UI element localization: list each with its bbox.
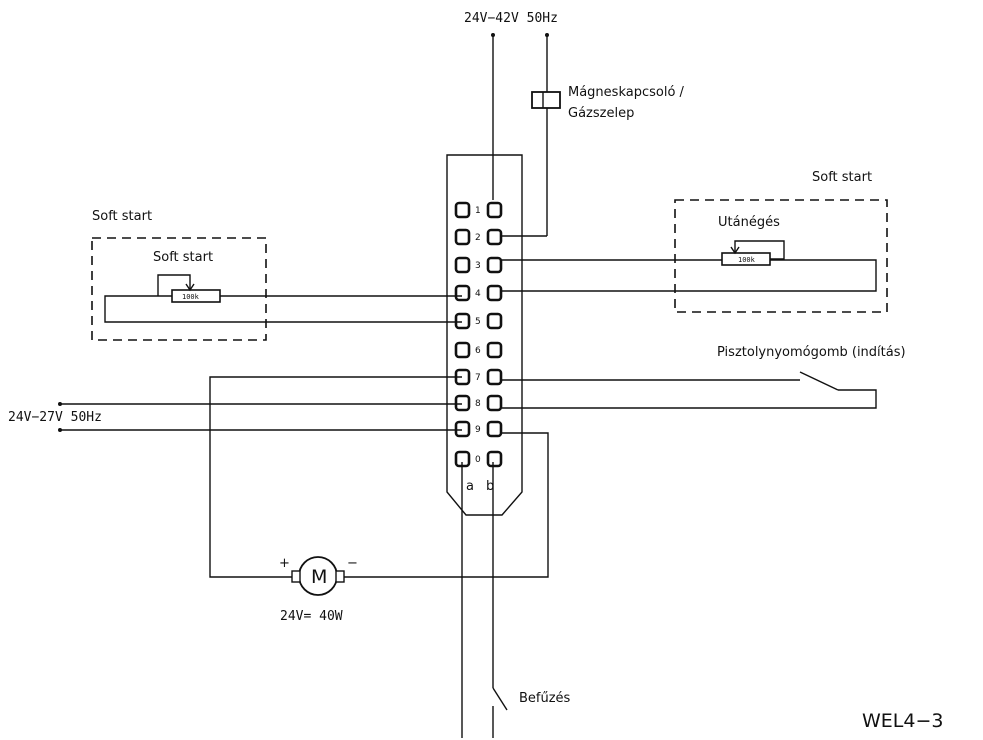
terminal-b-7 [486,368,503,386]
pot-left-value: 100k [182,293,200,301]
terminal-b-9 [486,420,503,438]
contactor-coil [531,91,561,109]
terminal-number: 5 [475,317,481,327]
terminal-strip-housing [446,154,523,516]
motor-minus-label: − [347,556,358,571]
wire-pot-left-loop [104,295,462,323]
pot-left-wiper [157,274,191,296]
softstart-right-title: Soft start [812,170,872,185]
softstart-left-label: Soft start [153,250,213,265]
wire-pot-loop-right [502,259,877,292]
terminal-a-9 [454,420,471,438]
column-b-label: b [486,479,494,494]
wire-button-return [502,389,877,409]
terminal-b-5 [486,312,503,330]
softstart-left-box [91,237,267,341]
threading-switch-contact [492,687,508,711]
motor-terminal-minus [335,570,345,583]
threading-label: Befűzés [519,691,571,706]
pot-right-value: 100k [738,256,756,264]
terminal-number: 0 [475,455,481,465]
terminal-b-3 [486,256,503,274]
terminal-a-2 [454,228,471,246]
terminal-b-2 [486,228,503,246]
motor-terminal-plus [291,570,301,583]
contactor-label: Mágneskapcsoló / [568,85,685,100]
terminal-a-4 [454,284,471,302]
terminal-number: 7 [475,373,481,383]
terminal-number: 2 [475,233,481,243]
softstart-right-box [674,199,888,313]
pot-right-wiper [734,240,785,260]
motor-plus-label: + [279,556,290,571]
supply-top-node-a [491,33,495,37]
terminal-a-3 [454,256,471,274]
terminal-number: 1 [475,206,481,216]
terminal-number: 8 [475,399,481,409]
postgas-label: Utánégés [718,215,780,230]
motor-rating: 24V= 40W [280,609,343,624]
pot-right-arrow [730,246,740,255]
supply-left-label: 24V−27V 50Hz [8,410,102,425]
terminal-b-0 [486,450,503,468]
terminal-b-6 [486,341,503,359]
wire-7a-motor-plus [209,376,462,578]
drawing-id: WEL4−3 [862,710,943,732]
terminal-a-5 [454,312,471,330]
contactor-label-2: Gázszelep [568,106,634,121]
supply-top-label: 24V−42V 50Hz [464,11,558,26]
terminal-b-4 [486,284,503,302]
terminal-number: 4 [475,289,481,299]
terminal-a-1 [454,201,471,219]
motor-symbol: M [311,566,327,588]
terminal-number: 6 [475,346,481,356]
wire-9b-motor-minus [343,432,549,578]
terminal-b-1 [486,201,503,219]
softstart-left-title: Soft start [92,209,152,224]
terminal-b-8 [486,394,503,412]
terminal-a-8 [454,394,471,412]
terminal-a-6 [454,341,471,359]
gun-button-label: Pisztolynyomógomb (indítás) [717,345,906,360]
terminal-block: 1 2 3 4 5 6 7 8 9 0 [454,201,503,468]
pot-left-arrow [185,283,195,292]
gun-button-contact [799,371,839,391]
terminal-number: 9 [475,425,481,435]
terminal-number: 3 [475,261,481,271]
supply-top-node-b [545,33,549,37]
column-a-label: a [466,479,474,494]
